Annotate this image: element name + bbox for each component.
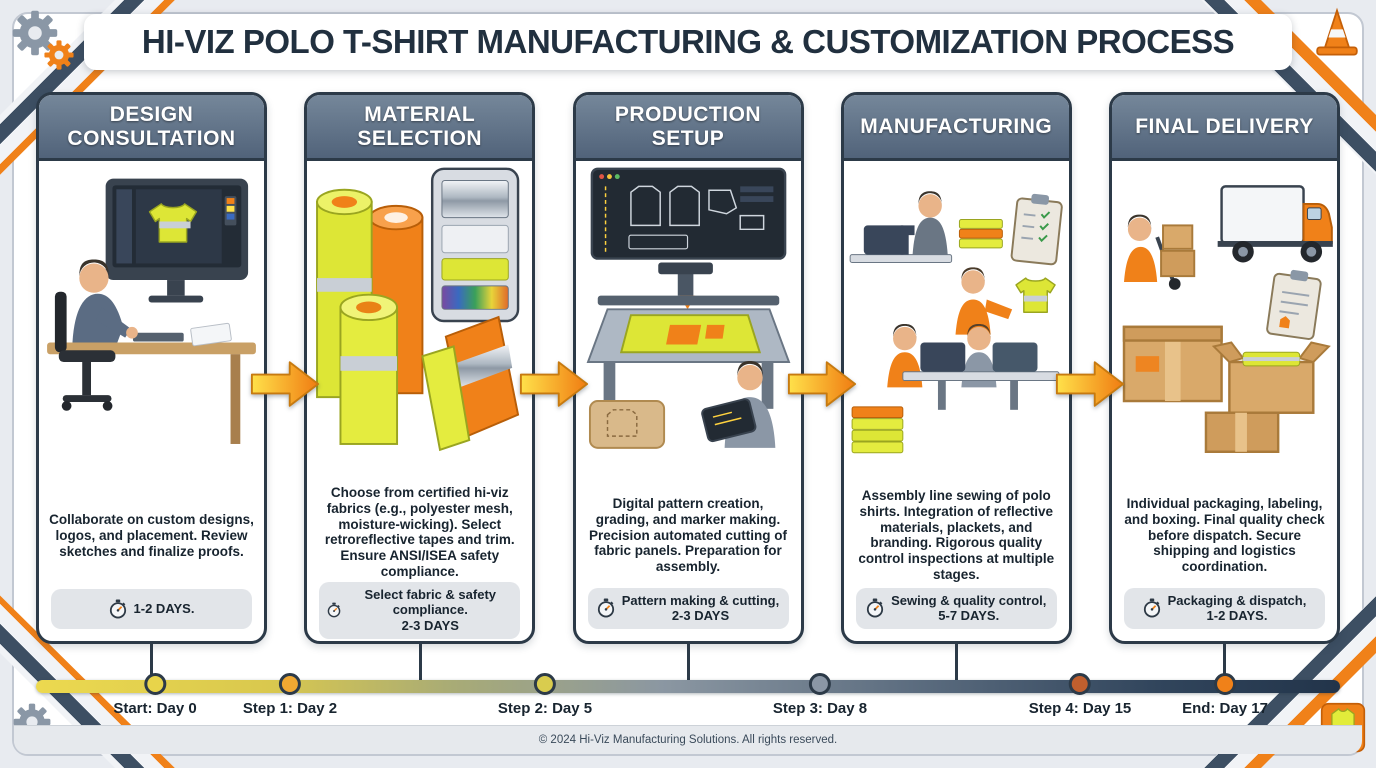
duration-text: Pattern making & cutting, 2-3 DAYS bbox=[621, 592, 780, 624]
stage-header: MANUFACTURING bbox=[843, 95, 1069, 161]
milestone-end: End: Day 17 bbox=[1182, 673, 1268, 717]
milestone-dot bbox=[1068, 673, 1091, 695]
stopwatch-icon bbox=[1143, 598, 1160, 618]
stage-title: PRODUCTION SETUP bbox=[614, 103, 762, 150]
milestone-label: Step 2: Day 5 bbox=[497, 700, 593, 717]
stage-card-manufacturing: MANUFACTURING bbox=[840, 92, 1072, 644]
milestone-step-3: Step 3: Day 8 bbox=[773, 673, 867, 717]
duration-badge: Pattern making & cutting, 2-3 DAYS bbox=[587, 587, 789, 629]
gear-icon bbox=[40, 36, 78, 74]
copyright-text: © 2024 Hi-Viz Manufacturing Solutions. A… bbox=[538, 734, 838, 746]
stage-title: MATERIAL SELECTION bbox=[357, 103, 483, 150]
duration-badge: Sewing & quality control, 5-7 DAYS. bbox=[855, 587, 1057, 629]
production-setup-illustration bbox=[576, 161, 801, 483]
stage-description: Choose from certified hi-viz fabrics (e.… bbox=[324, 485, 515, 579]
traffic-cone-icon bbox=[1310, 6, 1364, 64]
timeline-connector bbox=[419, 644, 422, 686]
stage-header: DESIGN CONSULTATION bbox=[39, 95, 264, 162]
stage-card-material-selection: MATERIAL SELECTION bbox=[304, 92, 536, 644]
stage-header: PRODUCTION SETUP bbox=[575, 95, 801, 162]
milestone-label: Step 1: Day 2 bbox=[242, 700, 338, 717]
process-arrow-icon bbox=[519, 358, 589, 410]
stage-card-design-consultation: DESIGN CONSULTATION bbox=[36, 92, 267, 644]
stopwatch-icon bbox=[327, 602, 341, 618]
duration-text: Packaging & dispatch, 1-2 DAYS. bbox=[1167, 592, 1307, 624]
final-delivery-illustration bbox=[1112, 161, 1337, 483]
stage-card-final-delivery: FINAL DELIVERY bbox=[1109, 92, 1340, 644]
milestone-label: Start: Day 0 bbox=[113, 700, 197, 717]
milestone-dot bbox=[1214, 673, 1236, 695]
manufacturing-illustration bbox=[844, 161, 1069, 483]
timeline-connector bbox=[955, 644, 958, 686]
process-stages-row: DESIGN CONSULTATION bbox=[36, 92, 1340, 644]
stage-description: Individual packaging, labeling, and boxi… bbox=[1124, 495, 1325, 575]
milestone-label: End: Day 17 bbox=[1182, 700, 1268, 717]
milestone-start: Start: Day 0 bbox=[113, 673, 197, 717]
milestone-step-1: Step 1: Day 2 bbox=[243, 673, 337, 717]
duration-text: Sewing & quality control, 5-7 DAYS. bbox=[891, 592, 1047, 624]
stage-description: Assembly line sewing of polo shirts. Int… bbox=[858, 488, 1055, 582]
stopwatch-icon bbox=[866, 598, 884, 618]
milestone-dot bbox=[534, 673, 556, 695]
milestone-label: Step 4: Day 15 bbox=[1028, 700, 1132, 717]
stage-title: DESIGN CONSULTATION bbox=[67, 103, 236, 150]
stopwatch-icon bbox=[597, 598, 614, 618]
design-consultation-illustration bbox=[39, 161, 264, 483]
page-title: HI-VIZ POLO T-SHIRT MANUFACTURING & CUST… bbox=[141, 23, 1235, 60]
milestone-dot bbox=[279, 673, 301, 695]
process-arrow-icon bbox=[787, 358, 857, 410]
process-arrow-icon bbox=[1055, 358, 1125, 410]
duration-badge: Select fabric & safety compliance. 2-3 D… bbox=[319, 581, 521, 639]
material-selection-illustration bbox=[307, 161, 532, 483]
milestone-step-2: Step 2: Day 5 bbox=[498, 673, 592, 717]
title-band: HI-VIZ POLO T-SHIRT MANUFACTURING & CUST… bbox=[84, 14, 1292, 70]
process-arrow-icon bbox=[250, 358, 320, 410]
milestone-step-4: Step 4: Day 15 bbox=[1028, 673, 1132, 717]
stage-title: FINAL DELIVERY bbox=[1135, 114, 1314, 138]
duration-text: 1-2 DAYS. bbox=[133, 601, 195, 617]
project-timeline: Start: Day 0 Step 1: Day 2 Step 2: Day 5… bbox=[0, 642, 1376, 732]
duration-badge: 1-2 DAYS. bbox=[51, 589, 252, 629]
duration-badge: Packaging & dispatch, 1-2 DAYS. bbox=[1124, 587, 1325, 629]
stage-header: FINAL DELIVERY bbox=[1112, 95, 1337, 161]
stage-header: MATERIAL SELECTION bbox=[307, 95, 533, 162]
stopwatch-icon bbox=[109, 599, 126, 619]
copyright-footer: © 2024 Hi-Viz Manufacturing Solutions. A… bbox=[14, 725, 1362, 754]
milestone-dot bbox=[144, 673, 166, 695]
milestone-label: Step 3: Day 8 bbox=[772, 700, 868, 717]
stage-description: Collaborate on custom designs, logos, an… bbox=[49, 512, 254, 559]
timeline-connector bbox=[687, 644, 690, 686]
milestone-dot bbox=[809, 673, 831, 695]
stage-card-production-setup: PRODUCTION SETUP bbox=[572, 92, 804, 644]
stage-description: Digital pattern creation, grading, and m… bbox=[588, 495, 788, 575]
timeline-bar bbox=[36, 680, 1340, 693]
stage-title: MANUFACTURING bbox=[860, 114, 1053, 138]
duration-text: Select fabric & safety compliance. 2-3 D… bbox=[364, 586, 497, 633]
